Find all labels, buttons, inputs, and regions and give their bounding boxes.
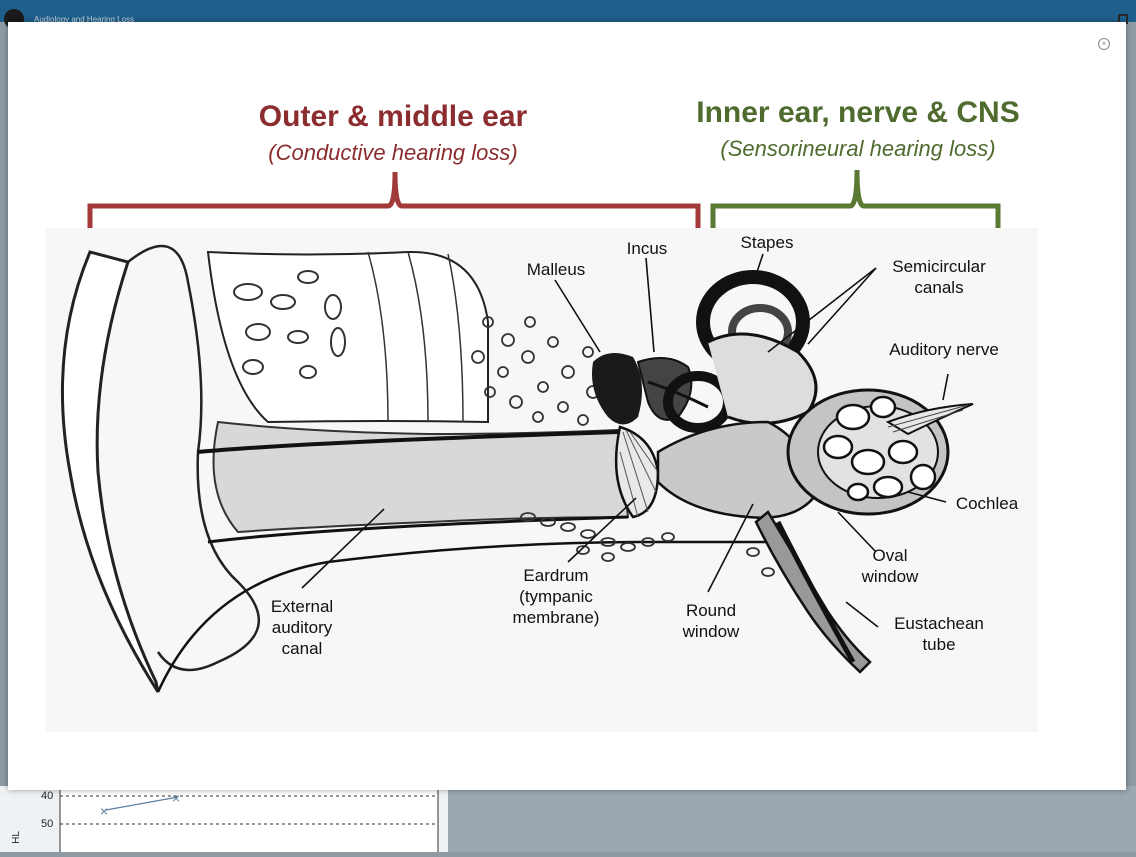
label-semicircular-canals: Semicircular canals [874, 256, 1004, 298]
label-round-window: Round window [666, 600, 756, 642]
svg-text:×: × [172, 790, 180, 806]
close-icon[interactable]: × [1098, 38, 1110, 50]
label-eardrum: Eardrum (tympanic membrane) [496, 565, 616, 628]
eardrum [614, 425, 660, 519]
label-external-auditory-canal: External auditory canal [250, 596, 354, 659]
pinna-inner [127, 244, 261, 672]
background-audiogram-plot: × × [0, 786, 448, 852]
label-cochlea: Cochlea [955, 494, 1019, 513]
outer-ear-subheading: (Conductive hearing loss) [268, 140, 518, 165]
label-oval-window: Oval window [848, 545, 932, 587]
app-top-bar: Audiology and Hearing Loss [0, 0, 1136, 29]
label-eustachean-line2: tube [922, 635, 956, 654]
label-eustachean-line1: Eustachean [894, 614, 984, 633]
sensorineural-bracket [710, 169, 1001, 238]
image-viewer-modal: × Outer & middle ear (Conductive hearing… [8, 22, 1126, 790]
axis-label-hl: HL [10, 831, 22, 844]
tick-label-40: 40 [41, 790, 54, 802]
label-eardrum-line2: (tympanic [519, 587, 593, 606]
label-semicircular-line2: canals [914, 278, 964, 297]
label-external-line2: auditory [271, 618, 333, 637]
svg-text:×: × [100, 803, 108, 819]
label-semicircular-line1: Semicircular [892, 257, 986, 276]
label-auditory-nerve: Auditory nerve [889, 340, 999, 359]
malleus-bone [592, 353, 642, 425]
label-oval-line1: Oval [872, 546, 908, 565]
label-external-line1: External [270, 597, 334, 616]
inner-ear-heading: Inner ear, nerve & CNS [696, 96, 1020, 129]
ear-canal [212, 420, 630, 534]
label-round-line1: Round [685, 601, 737, 620]
label-malleus: Malleus [526, 260, 586, 279]
label-external-line3: canal [281, 639, 323, 658]
label-incus: Incus [626, 239, 668, 258]
label-eustachean-tube: Eustachean tube [874, 613, 1004, 655]
outer-ear-heading: Outer & middle ear [258, 100, 528, 133]
label-round-line2: window [682, 622, 740, 641]
tick-label-50: 50 [41, 818, 54, 830]
label-stapes: Stapes [740, 233, 794, 252]
conductive-bracket [87, 171, 701, 238]
background-panel [448, 786, 1136, 852]
app-title: Audiology and Hearing Loss [34, 15, 135, 24]
ear-anatomy-diagram [46, 169, 1038, 732]
background-audiogram: × × 40 50 HL [0, 786, 448, 852]
label-eardrum-line1: Eardrum [523, 566, 589, 585]
label-oval-line2: window [861, 567, 919, 586]
inner-ear-subheading: (Sensorineural hearing loss) [720, 136, 996, 161]
label-eardrum-line3: membrane) [512, 608, 600, 627]
